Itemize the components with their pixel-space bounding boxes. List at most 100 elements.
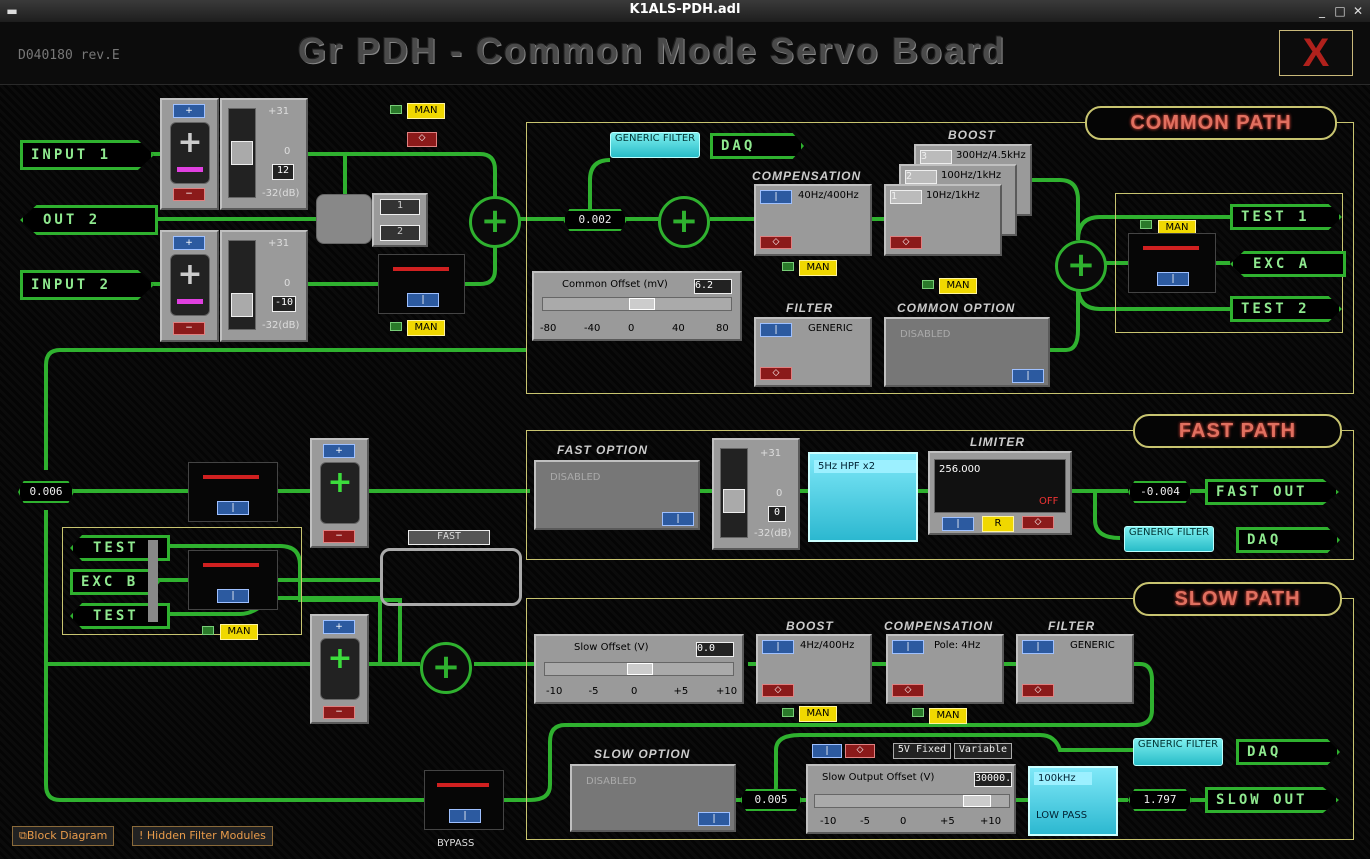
gain-scale-mid: 0 (284, 278, 291, 289)
test-2-label[interactable]: TEST 2 (1230, 296, 1342, 322)
fast-gain-slider-handle[interactable] (723, 489, 745, 513)
input-2-minus-button[interactable]: − (173, 322, 205, 335)
comp-filter-name: 40Hz/400Hz (798, 190, 859, 201)
slow-offset-slider-handle[interactable] (627, 663, 653, 675)
fast-tag: FAST (408, 530, 490, 545)
test-1-label[interactable]: TEST 1 (1230, 204, 1342, 230)
boost-2-number: 2 (905, 170, 937, 184)
slow-daq-label[interactable]: DAQ (1236, 739, 1340, 765)
fast-gain-slider-track[interactable] (720, 448, 748, 538)
maximize-icon[interactable]: □ (1334, 4, 1346, 18)
fast-hpf-module[interactable]: 5Hz HPF x2 (808, 452, 918, 542)
limiter-module[interactable]: 256.000 OFF | R ◇ (928, 451, 1072, 535)
fast-minus-button[interactable]: − (323, 530, 355, 543)
slow-offset-value[interactable]: 0.0 (696, 642, 734, 657)
input-1-enable-button[interactable]: ◇ (407, 132, 437, 147)
slow-filter-module[interactable]: | GENERIC ◇ (1016, 634, 1134, 704)
input-2-gain-value[interactable]: -10 (272, 296, 296, 312)
fast-option-title: FAST OPTION (557, 443, 649, 457)
out-2-select-1-button[interactable]: 1 (380, 199, 420, 215)
fast-generic-filter-button[interactable]: GENERIC FILTER (1124, 526, 1214, 552)
plus-icon: + (327, 465, 353, 500)
comp-off-button[interactable]: ◇ (760, 236, 792, 249)
slow-filter-enable-button[interactable]: | (1022, 640, 1054, 654)
minimize-icon[interactable]: _ (1319, 4, 1325, 18)
fast-switch-button[interactable]: | (217, 501, 249, 515)
slow-boost-enable-button[interactable]: | (762, 640, 794, 654)
fast-gain-value[interactable]: 0 (768, 506, 786, 522)
exc-a-switch-button[interactable]: | (1157, 272, 1189, 286)
input-2-switch-button[interactable]: | (407, 293, 439, 307)
common-daq-label[interactable]: DAQ (710, 133, 804, 159)
slow-boost-off-button[interactable]: ◇ (762, 684, 794, 697)
slow-option-enable-button[interactable]: | (698, 812, 730, 826)
tick-label: 0 (900, 816, 907, 827)
fast-plus-button[interactable]: + (323, 444, 355, 458)
low-pass-module[interactable]: 100kHz LOW PASS (1028, 766, 1118, 836)
slow-output-offset-slider-handle[interactable] (963, 795, 991, 807)
close-screen-button[interactable]: X (1279, 30, 1353, 76)
slow-minus-button[interactable]: − (323, 706, 355, 719)
slow-output-off-button[interactable]: ◇ (845, 744, 875, 758)
slow-option-module[interactable]: DISABLED | (570, 764, 736, 832)
input-2-gain-slider-track[interactable] (228, 240, 256, 330)
common-offset-value[interactable]: 6.2 (694, 279, 732, 294)
slow-output-offset-value[interactable]: 30000. (974, 772, 1012, 787)
limiter-off-button[interactable]: ◇ (1022, 516, 1054, 529)
filter-enable-button[interactable]: | (760, 323, 792, 337)
common-option-module[interactable]: DISABLED | (884, 317, 1050, 387)
boost-off-button[interactable]: ◇ (890, 236, 922, 249)
input-1-gain-slider-handle[interactable] (231, 141, 253, 165)
window-title: K1ALS-PDH.adl (629, 2, 741, 17)
input-2-plus-button[interactable]: + (173, 236, 205, 250)
slow-out-label[interactable]: SLOW OUT (1205, 787, 1339, 813)
input-1-polarity-panel: + + − (160, 98, 219, 210)
boost-1-module[interactable]: 1 10Hz/1kHz ◇ (884, 184, 1002, 256)
exc-b-label[interactable]: EXC B (70, 569, 160, 595)
slow-filter-off-button[interactable]: ◇ (1022, 684, 1054, 697)
fast-out-label[interactable]: FAST OUT (1205, 479, 1339, 505)
input-1-label[interactable]: INPUT 1 (20, 140, 154, 170)
window-menu-icon[interactable]: ▬ (6, 4, 18, 18)
filter-off-button[interactable]: ◇ (760, 367, 792, 380)
close-window-icon[interactable]: ✕ (1352, 4, 1364, 18)
slow-compensation-module[interactable]: | Pole: 4Hz ◇ (886, 634, 1004, 704)
out-2-select-2-button[interactable]: 2 (380, 225, 420, 241)
hidden-filter-modules-button[interactable]: ! Hidden Filter Modules (132, 826, 273, 846)
slow-output-enable-button[interactable]: | (812, 744, 842, 758)
slow-output-offset-slider[interactable] (814, 794, 1010, 808)
common-filter-module[interactable]: | GENERIC ◇ (754, 317, 872, 387)
common-compensation-module[interactable]: | 40Hz/400Hz ◇ (754, 184, 872, 256)
fast-daq-label[interactable]: DAQ (1236, 527, 1340, 553)
slow-comp-off-button[interactable]: ◇ (892, 684, 924, 697)
limiter-enable-button[interactable]: | (942, 517, 974, 531)
5v-fixed-button[interactable]: 5V Fixed (893, 743, 951, 759)
out-2-text: OUT 2 (43, 212, 101, 228)
common-offset-slider[interactable] (542, 297, 732, 311)
fast-option-enable-button[interactable]: | (662, 512, 694, 526)
slow-offset-slider[interactable] (544, 662, 734, 676)
input-1-plus-button[interactable]: + (173, 104, 205, 118)
common-generic-filter-button[interactable]: GENERIC FILTER (610, 132, 700, 158)
input-2-label[interactable]: INPUT 2 (20, 270, 154, 300)
out-2-label[interactable]: OUT 2 (20, 205, 158, 235)
slow-plus-button[interactable]: + (323, 620, 355, 634)
exc-b-switch-button[interactable]: | (217, 589, 249, 603)
input-1-gain-slider-track[interactable] (228, 108, 256, 198)
common-offset-slider-handle[interactable] (629, 298, 655, 310)
limiter-reset-button[interactable]: R (982, 516, 1014, 532)
slow-comp-enable-button[interactable]: | (892, 640, 924, 654)
input-1-minus-button[interactable]: − (173, 188, 205, 201)
slow-generic-filter-button[interactable]: GENERIC FILTER (1133, 738, 1223, 766)
input-1-gain-value[interactable]: 12 (272, 164, 294, 180)
man-indicator: MAN (799, 260, 837, 276)
fast-option-module[interactable]: DISABLED | (534, 460, 700, 530)
comp-enable-button[interactable]: | (760, 190, 792, 204)
slow-boost-module[interactable]: | 4Hz/400Hz ◇ (756, 634, 872, 704)
bypass-switch-button[interactable]: | (449, 809, 481, 823)
input-2-gain-slider-handle[interactable] (231, 293, 253, 317)
variable-button[interactable]: Variable (954, 743, 1012, 759)
block-diagram-button[interactable]: ⧉Block Diagram (12, 826, 115, 846)
exc-a-label[interactable]: EXC A (1230, 251, 1346, 277)
option-enable-button[interactable]: | (1012, 369, 1044, 383)
